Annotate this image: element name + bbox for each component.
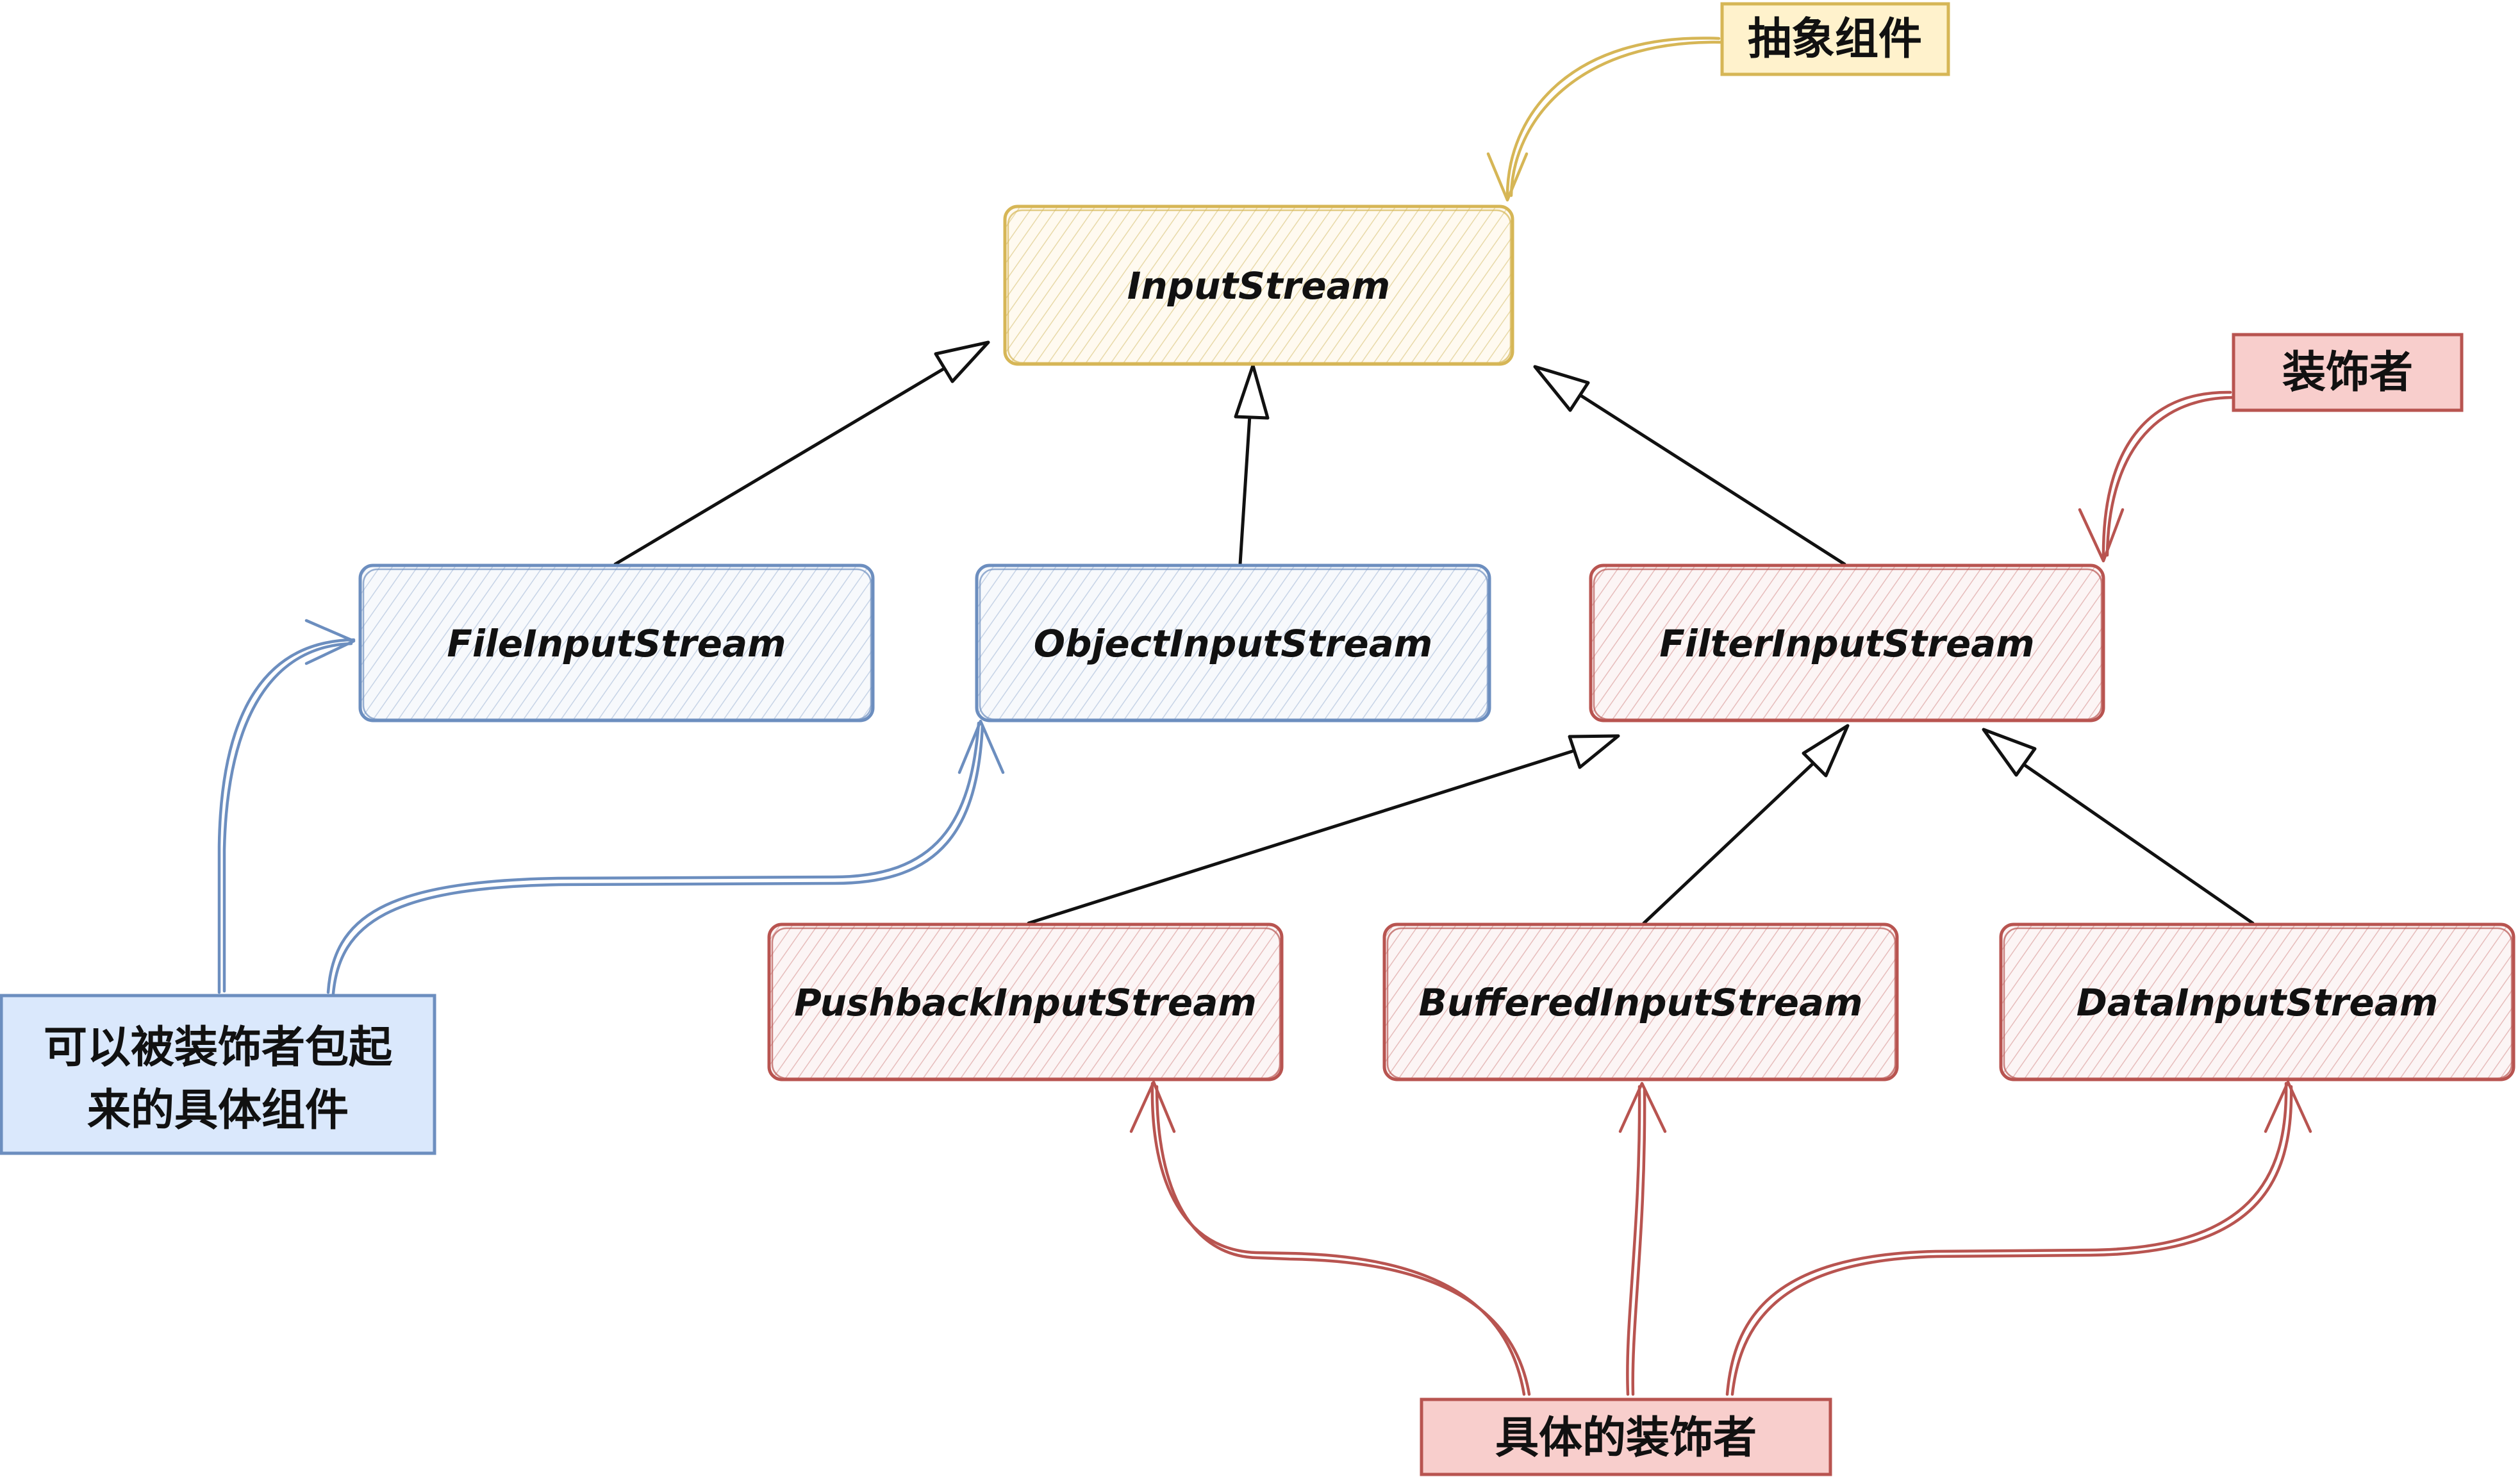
class-label: FilterInputStream	[1659, 622, 2034, 665]
annotation-arrow-abstract	[1486, 37, 1726, 202]
class-box-pushback-input-stream[interactable]: PushbackInputStream	[767, 922, 1284, 1081]
annotation-arrow-decorator	[2078, 390, 2236, 563]
note-concrete-component: 可以被装饰者包起 来的具体组件	[0, 994, 436, 1155]
note-abstract-component: 抽象组件	[1720, 2, 1950, 76]
class-label: ObjectInputStream	[1034, 622, 1433, 665]
edge-data-to-filter	[1982, 728, 2255, 925]
class-label: FileInputStream	[447, 622, 786, 665]
annotation-arrows-concrete-decorator	[1129, 1080, 2312, 1396]
note-label-line2: 来的具体组件	[87, 1085, 349, 1136]
class-box-filter-input-stream[interactable]: FilterInputStream	[1589, 563, 2105, 722]
edge-buffered-to-filter	[1642, 724, 1850, 925]
class-label: DataInputStream	[2077, 981, 2439, 1024]
edge-pushback-to-filter	[1027, 734, 1620, 925]
class-box-data-input-stream[interactable]: DataInputStream	[1999, 922, 2516, 1081]
note-decorator: 装饰者	[2232, 333, 2464, 412]
note-label: 具体的装饰者	[1495, 1413, 1757, 1464]
edge-file-to-inputstream	[613, 340, 990, 566]
note-concrete-decorator: 具体的装饰者	[1420, 1398, 1832, 1476]
class-label: InputStream	[1127, 264, 1390, 308]
class-box-input-stream[interactable]: InputStream	[1003, 204, 1514, 366]
class-box-object-input-stream[interactable]: ObjectInputStream	[975, 563, 1491, 722]
class-box-buffered-input-stream[interactable]: BufferedInputStream	[1382, 922, 1899, 1081]
edge-filter-to-inputstream	[1533, 365, 1846, 566]
class-box-file-input-stream[interactable]: FileInputStream	[358, 563, 875, 722]
class-label: BufferedInputStream	[1419, 981, 1863, 1024]
note-label-line1: 可以被装饰者包起	[44, 1022, 393, 1073]
annotation-arrows-concrete-component	[217, 619, 1005, 996]
edge-object-to-inputstream	[1234, 363, 1270, 566]
note-label: 装饰者	[2282, 347, 2413, 398]
class-label: PushbackInputStream	[794, 981, 1257, 1024]
note-label: 抽象组件	[1748, 14, 1922, 65]
